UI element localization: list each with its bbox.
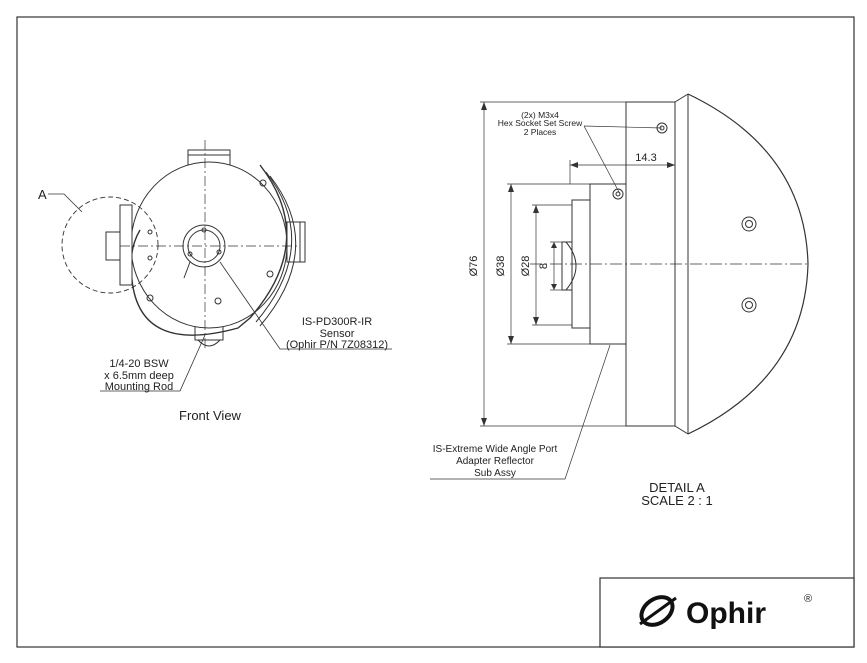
front-view-caption: Front View: [179, 408, 242, 423]
screw-note-line-1: (2x) M3x4: [521, 110, 559, 120]
ophir-logo-mark: ®: [804, 593, 812, 605]
detail-scale: SCALE 2 : 1: [641, 493, 713, 508]
port-note-line-1: IS-Extreme Wide Angle Port: [433, 444, 558, 455]
dim-8: 8: [538, 263, 550, 269]
detail-callout-label: A: [38, 187, 47, 202]
dim-dia-76: Ø76: [468, 256, 480, 277]
ophir-logo-text: Ophir: [686, 597, 766, 630]
sensor-note-line-1: IS-PD300R-IR: [302, 316, 372, 328]
ophir-swoosh-icon: [639, 595, 677, 627]
mount-note-line-2: x 6.5mm deep: [104, 370, 174, 382]
dim-dia-38: Ø38: [495, 256, 507, 277]
screw-note-line-2: Hex Socket Set Screw: [498, 118, 583, 128]
mount-note: 1/4-20 BSW x 6.5mm deep Mounting Rod: [104, 358, 174, 393]
port-note-line-2: Adapter Reflector: [456, 456, 534, 467]
detail-title: DETAIL A: [649, 480, 705, 495]
sensor-note-line-2: Sensor: [320, 328, 355, 340]
port-note: IS-Extreme Wide Angle Port Adapter Refle…: [433, 444, 558, 479]
sheet-border: [16, 16, 855, 648]
sensor-note: IS-PD300R-IR Sensor (Ophir P/N 7Z08312): [286, 316, 388, 351]
mount-note-line-1: 1/4-20 BSW: [109, 358, 169, 370]
port-note-line-3: Sub Assy: [474, 468, 516, 479]
screw-note-line-3: 2 Places: [524, 127, 557, 137]
dim-dia-28: Ø28: [520, 256, 532, 277]
detail-a-view: [430, 93, 810, 480]
sensor-note-line-3: (Ophir P/N 7Z08312): [286, 339, 388, 351]
screw-note: (2x) M3x4 Hex Socket Set Screw 2 Places: [498, 110, 583, 137]
front-view: [48, 140, 392, 392]
mount-note-line-3: Mounting Rod: [105, 381, 174, 393]
dim-14-3: 14.3: [635, 152, 656, 164]
